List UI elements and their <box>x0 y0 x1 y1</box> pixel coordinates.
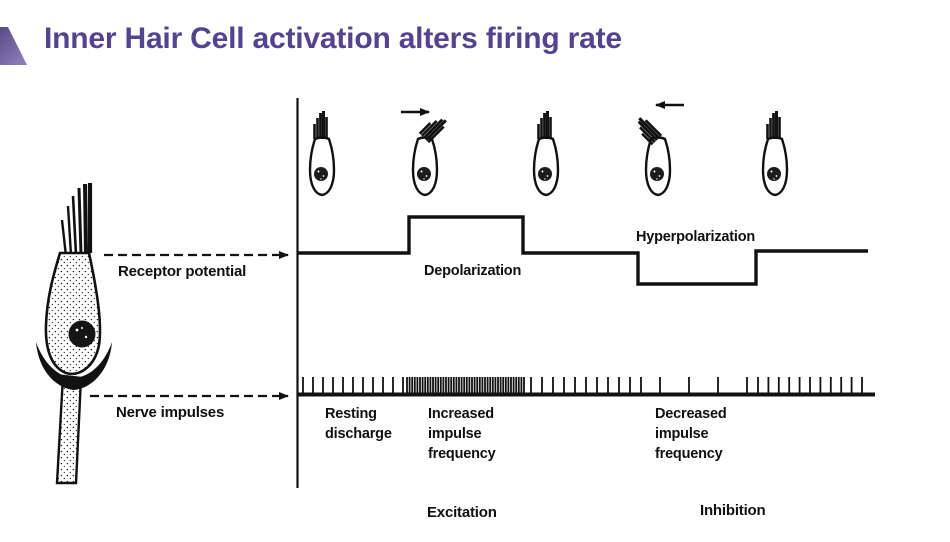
receptor-potential-label: Receptor potential <box>118 263 247 280</box>
hair-cell-icon-bent-right <box>413 114 448 195</box>
large-hair-cell-drawing <box>36 183 112 485</box>
inhibition-label: Inhibition <box>700 502 766 519</box>
nerve-calyx-cup <box>36 342 112 390</box>
nerve-impulses-label: Nerve impulses <box>116 404 225 421</box>
decreased-frequency-label: Decreased impulse frequency <box>655 406 727 462</box>
hair-cell-icon-upright <box>763 111 787 195</box>
hyperpolarization-label: Hyperpolarization <box>636 229 756 245</box>
depolarization-label: Depolarization <box>424 263 522 279</box>
hair-cell-icon-upright <box>534 111 558 195</box>
resting-discharge-label: Resting discharge <box>325 406 392 442</box>
hair-cell-icon-upright <box>310 111 334 195</box>
title-bullet-triangle-icon <box>0 27 27 65</box>
hair-cell-body <box>44 251 102 376</box>
nucleus <box>68 320 96 348</box>
nerve-fiber-stalk <box>55 374 83 485</box>
excitation-label: Excitation <box>427 504 497 521</box>
receptor-potential-trace <box>298 215 868 286</box>
slide-title: Inner Hair Cell activation alters firing… <box>44 22 622 55</box>
hair-cell-icon-bent-left <box>633 116 670 195</box>
stereocilia <box>60 183 93 257</box>
increased-frequency-label: Increased impulse frequency <box>428 406 496 462</box>
